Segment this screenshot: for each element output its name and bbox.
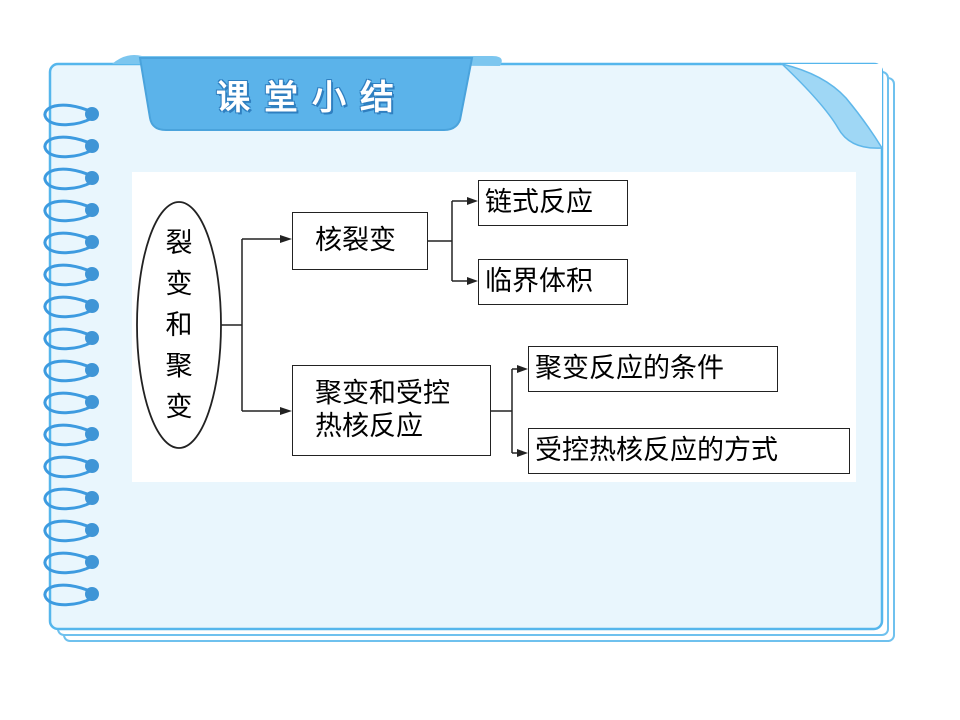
header-tab [138,57,474,131]
binding-ring [43,551,93,575]
root-char: 聚 [165,351,193,382]
binding-hole [85,107,99,121]
node-controlled-fusion-methods-label: 受控热核反应的方式 [535,434,778,466]
binding-hole [85,491,99,505]
root-char: 变 [165,269,193,300]
node-critical-volume-label: 临界体积 [485,265,593,297]
connector-lines [221,200,518,454]
binding-ring [43,135,93,159]
binding-hole [85,523,99,537]
binding-ring [43,167,93,191]
root-label: 裂 变 和 聚 变 [147,226,211,426]
node-fusion-conditions-label: 聚变反应的条件 [535,352,724,384]
node-fission: 核裂变 [292,212,428,270]
node-fusion-label-line2: 热核反应 [315,410,423,442]
node-controlled-fusion-methods: 受控热核反应的方式 [528,428,850,474]
binding-ring [43,455,93,479]
binding-hole [85,459,99,473]
binding-ring [43,519,93,543]
node-chain-reaction-label: 链式反应 [485,186,593,218]
binding-ring [43,423,93,447]
binding-hole [85,555,99,569]
node-fusion: 聚变和受控 热核反应 [292,365,491,456]
binding-ring [43,295,93,319]
node-fusion-conditions: 聚变反应的条件 [528,346,778,392]
binding-ring [43,263,93,287]
binding-hole [85,139,99,153]
root-char: 和 [165,310,193,341]
binding-ring [43,231,93,255]
binding-hole [85,331,99,345]
binding-hole [85,427,99,441]
binding-ring [43,391,93,415]
binding-ring [43,327,93,351]
page-curl-icon [779,62,884,149]
binding-hole [85,171,99,185]
binding-ring [43,487,93,511]
binding-hole [85,587,99,601]
node-fusion-label-line1: 聚变和受控 [315,378,450,410]
binding-hole [85,395,99,409]
binding-hole [85,235,99,249]
binding-ring [43,359,93,383]
root-char: 变 [165,392,193,423]
node-fission-label: 核裂变 [315,224,396,256]
header-title: 课堂小结 [216,77,408,118]
binding-hole [85,363,99,377]
node-chain-reaction: 链式反应 [478,180,628,226]
binding-ring [43,199,93,223]
binding-hole [85,267,99,281]
binding-hole [85,203,99,217]
binding-hole [85,299,99,313]
root-char: 裂 [165,228,193,259]
binding-ring [43,103,93,127]
spiral-binding [43,103,99,607]
binding-ring [43,583,93,607]
connector-arrowheads [280,197,528,457]
node-critical-volume: 临界体积 [478,259,628,305]
